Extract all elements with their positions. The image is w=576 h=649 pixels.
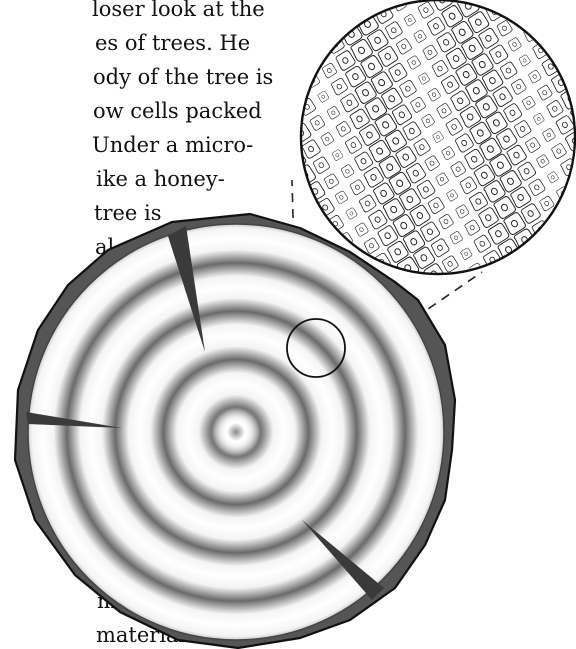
wood-cell (452, 272, 468, 288)
wood-cell (287, 80, 308, 101)
pith-center (210, 406, 262, 458)
wood-cell (279, 105, 302, 128)
